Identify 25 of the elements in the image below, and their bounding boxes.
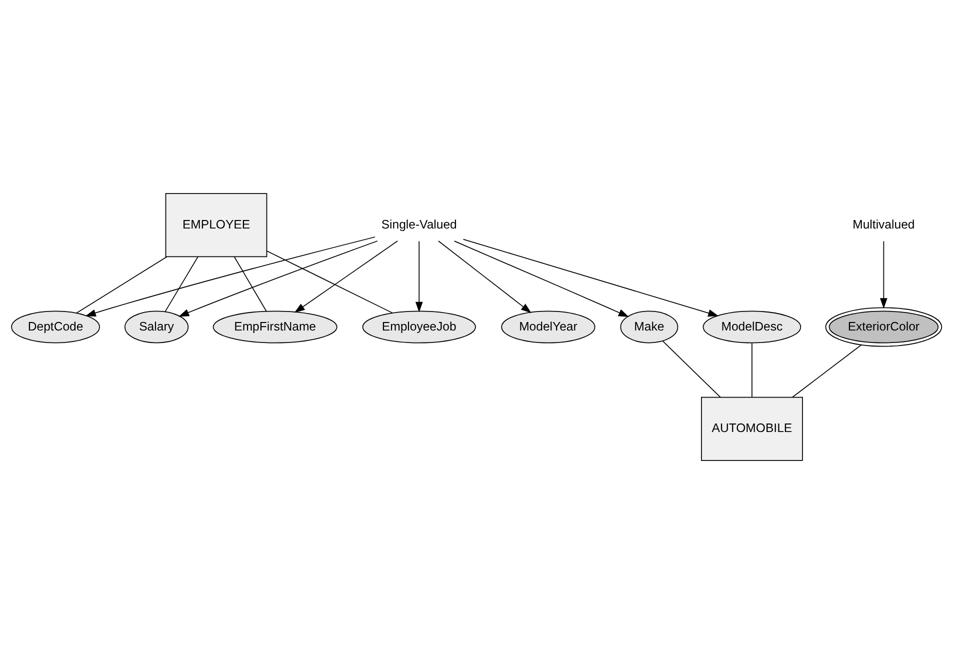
arrow bbox=[462, 238, 719, 317]
node-box: AUTOMOBILE bbox=[701, 396, 803, 461]
node-ellipse: DeptCode bbox=[11, 310, 100, 344]
arrow bbox=[85, 236, 376, 316]
arrow bbox=[294, 240, 398, 313]
node-ellipse: ModelYear bbox=[501, 310, 596, 344]
arrow bbox=[438, 240, 532, 314]
arrow bbox=[880, 240, 888, 309]
arrow bbox=[178, 240, 378, 317]
node-text: Multivalued bbox=[852, 217, 915, 232]
node-ellipse: Make bbox=[620, 310, 678, 344]
node-ellipse: EmpFirstName bbox=[212, 310, 338, 344]
node-box: EMPLOYEE bbox=[165, 193, 268, 258]
connector bbox=[266, 250, 393, 314]
arrow bbox=[415, 240, 423, 312]
connector bbox=[164, 256, 198, 312]
node-ellipse: ExteriorColor bbox=[825, 307, 942, 347]
node-ellipse: Salary bbox=[124, 310, 189, 344]
node-text: Single-Valued bbox=[381, 217, 457, 232]
connector bbox=[234, 256, 267, 312]
node-ellipse: EmployeeJob bbox=[362, 310, 476, 344]
connector bbox=[76, 256, 168, 314]
connector bbox=[662, 340, 721, 398]
arrow bbox=[454, 240, 630, 318]
connector bbox=[792, 344, 862, 398]
